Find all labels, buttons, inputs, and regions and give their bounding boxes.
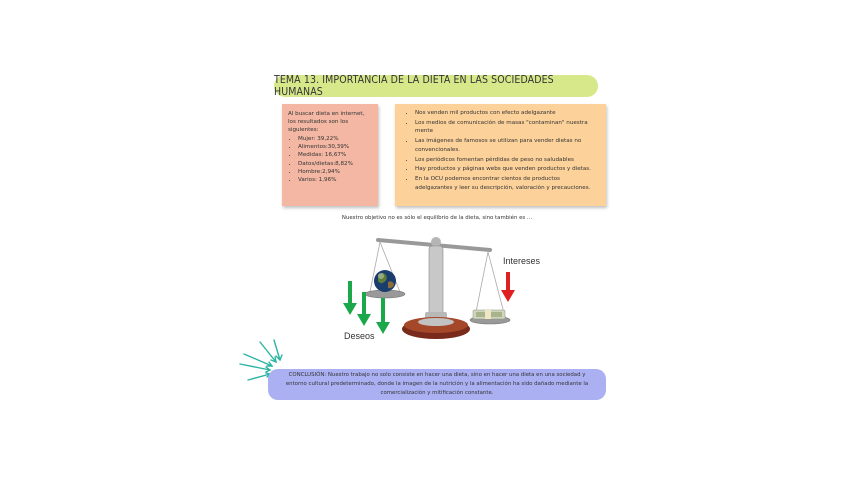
list-item: Las imágenes de famosos se utilizan para… [415, 137, 598, 154]
arrow-down-red-icon [501, 272, 515, 302]
arrow-down-green-icon [357, 292, 371, 326]
list-item: Datos/dietas:8,82% [298, 160, 372, 168]
page-title: TEMA 13. IMPORTANCIA DE LA DIETA EN LAS … [274, 74, 598, 98]
observations-box: Nos venden mil productos con efecto adel… [395, 104, 606, 206]
list-item: En la OCU podemos encontrar cientos de p… [415, 175, 598, 192]
intereses-label: Intereses [503, 256, 541, 266]
list-item: Nos venden mil productos con efecto adel… [415, 109, 598, 117]
burst-icon [239, 339, 283, 381]
list-item: Los medios de comunicación de masas "con… [415, 119, 598, 136]
deseos-label: Deseos [344, 331, 375, 341]
list-item: Varios: 1,96% [298, 176, 372, 184]
list-item: Hombre:2,94% [298, 168, 372, 176]
money-icon [472, 309, 506, 320]
globe-icon [374, 270, 396, 292]
list-item: Alimentos:30,39% [298, 143, 372, 151]
search-results-intro: Al buscar dieta en internet, los resulta… [288, 111, 365, 134]
arrow-down-green-icon [376, 298, 390, 334]
list-item: Los periódicos fomentan pérdidas de peso… [415, 156, 598, 164]
subtitle: Nuestro objetivo no es sólo el equilibri… [341, 215, 533, 221]
search-results-box: Al buscar dieta en internet, los resulta… [282, 104, 378, 206]
list-item: Medidas: 16,67% [298, 151, 372, 159]
list-item: Mujer: 39,22% [298, 135, 372, 143]
observations-list: Nos venden mil productos con efecto adel… [403, 109, 598, 192]
list-item: Hay productos y páginas webs que venden … [415, 165, 598, 173]
scale-icon [364, 237, 511, 339]
search-results-list: Mujer: 39,22% Alimentos:30,39% Medidas: … [288, 135, 372, 184]
conclusion-box: CONCLUSIÓN: Nuestro trabajo no solo cons… [268, 369, 606, 400]
arrow-down-green-icon [343, 281, 357, 315]
